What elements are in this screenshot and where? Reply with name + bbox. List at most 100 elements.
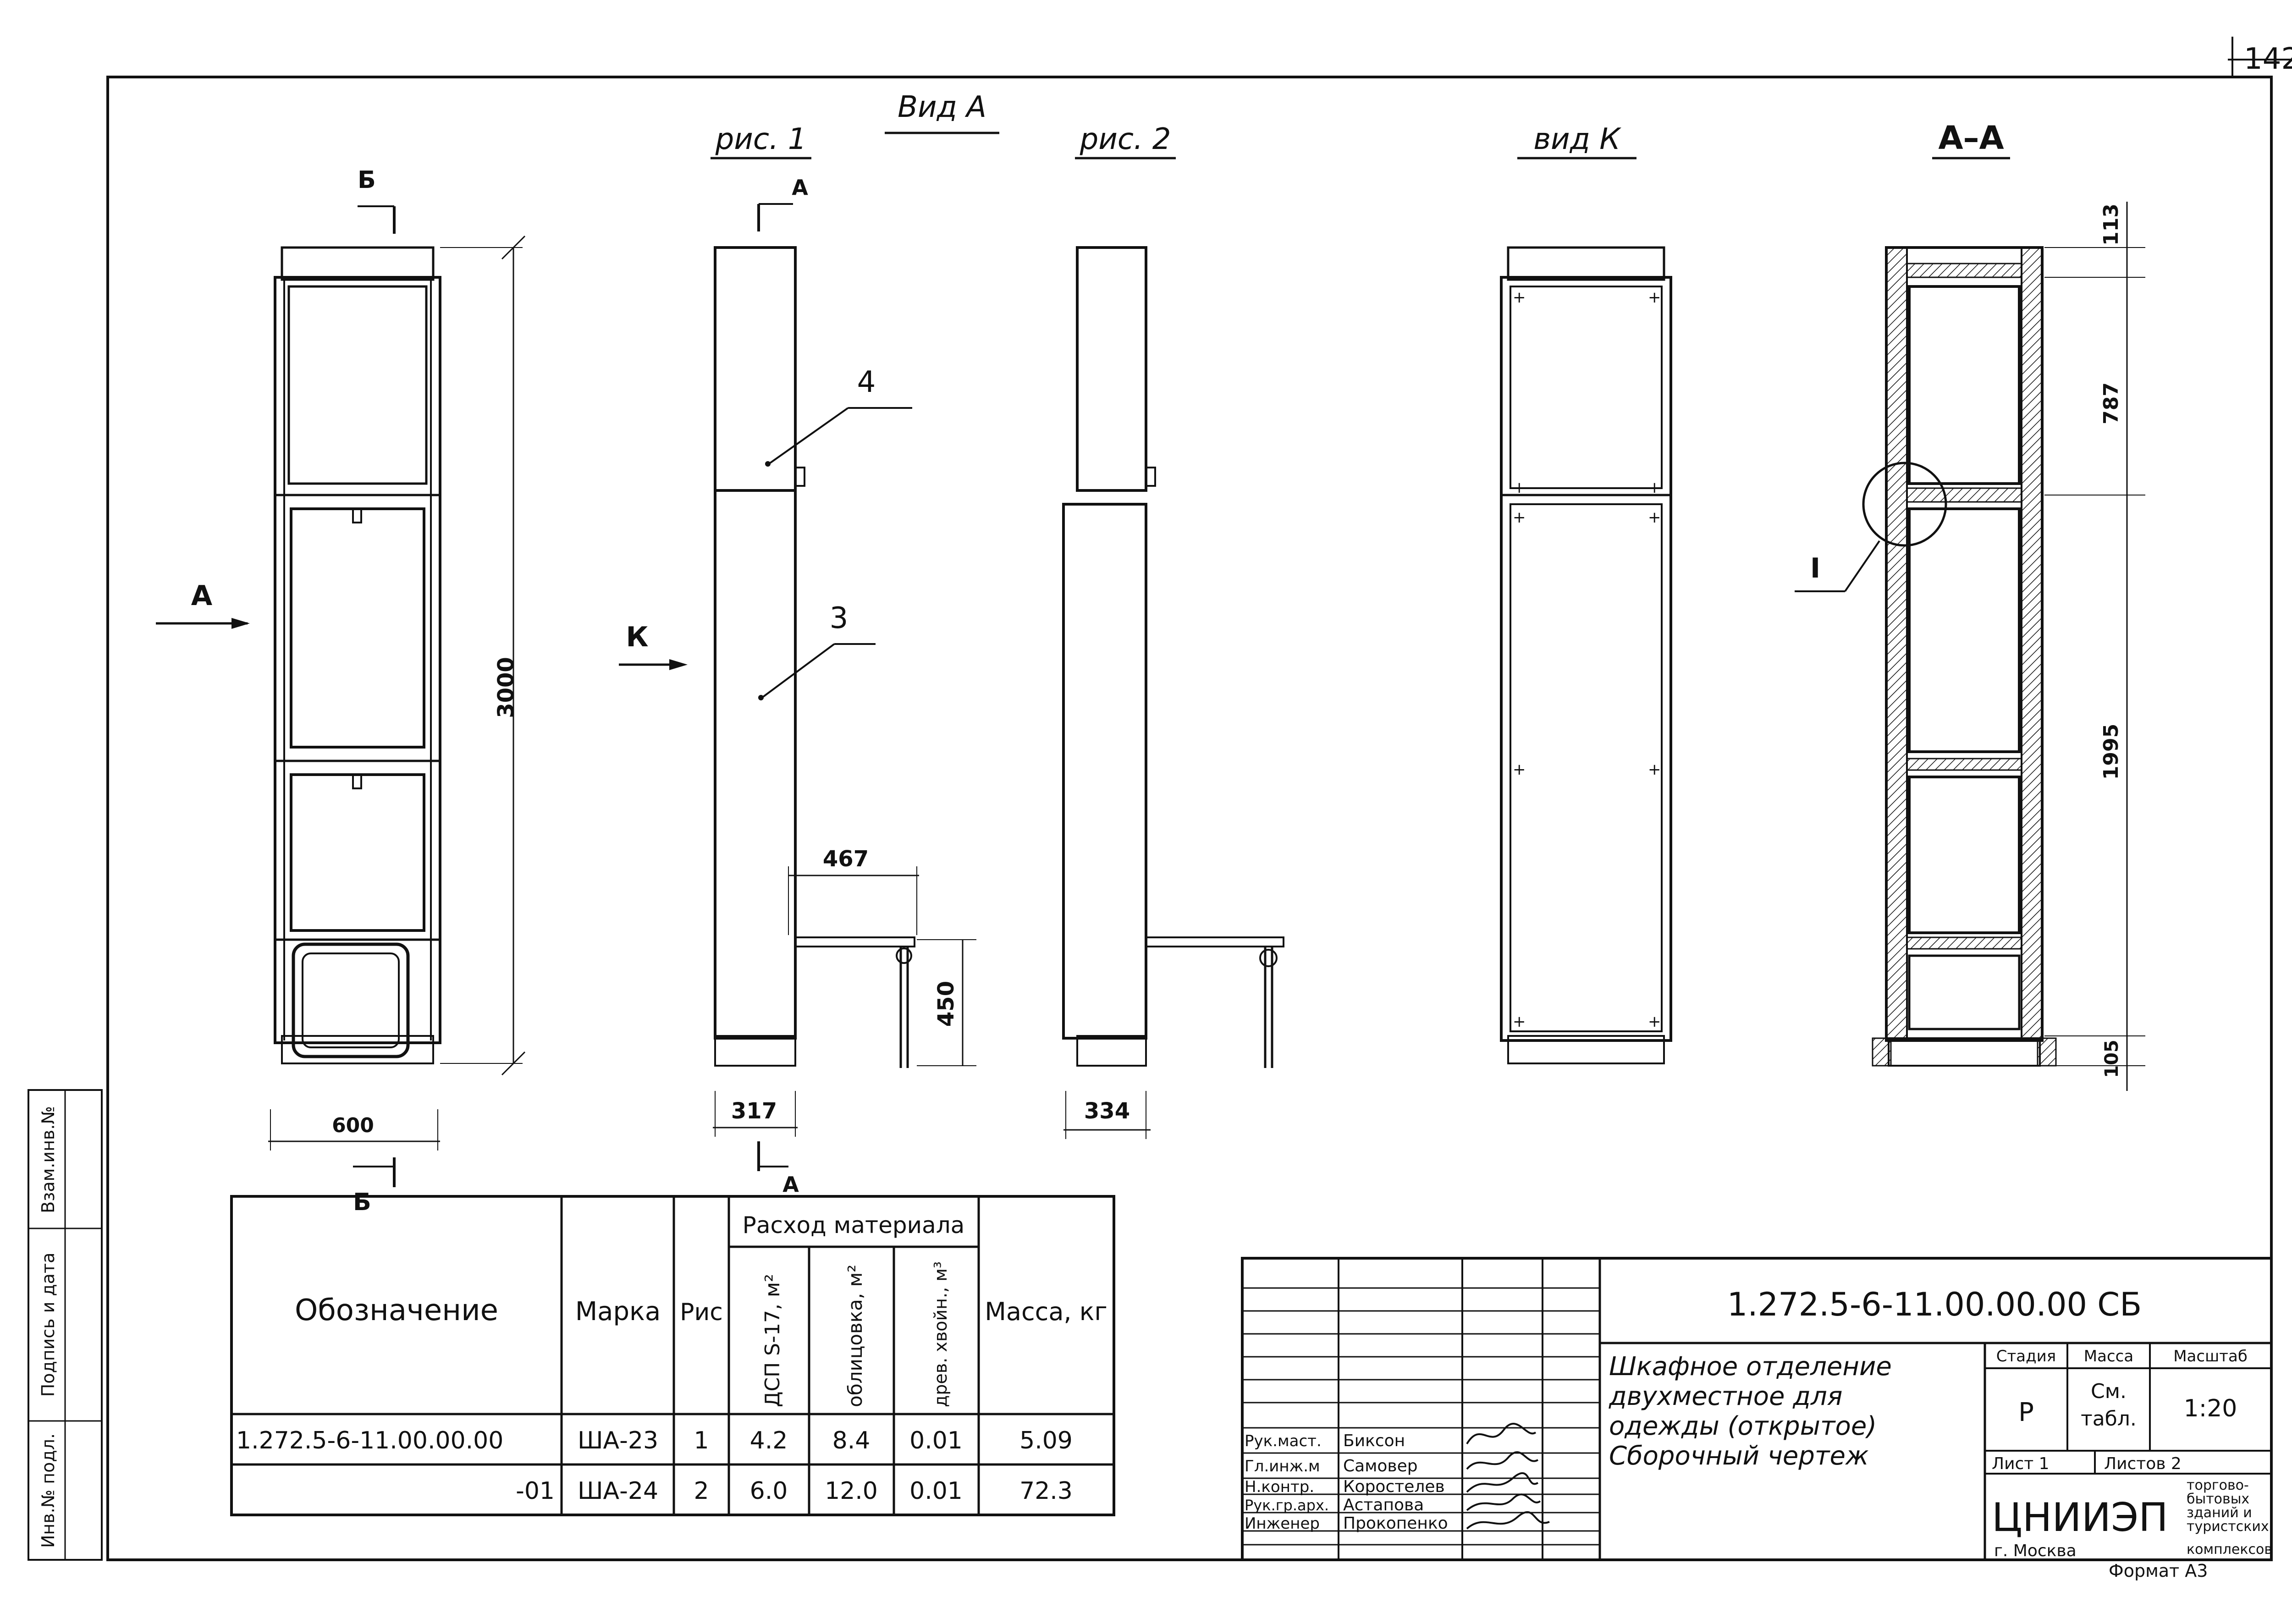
row1-designation: 1.272.5-6-11.00.00.00 xyxy=(236,1427,503,1454)
svg-text:+: + xyxy=(1513,1013,1526,1031)
dim-467: 467 xyxy=(823,846,869,872)
title-line-2: двухместное для xyxy=(1609,1382,1842,1411)
name-5: Прокопенко xyxy=(1343,1514,1448,1533)
dim-450: 450 xyxy=(933,981,959,1027)
dim-787: 787 xyxy=(2099,382,2123,424)
arrow-k-label: К xyxy=(626,621,648,653)
view-k-fasteners: ++ ++ ++ ++ ++ xyxy=(1513,288,1661,1031)
left-margin-stamp: Инв.№ подл. Подпись и дата Взам.инв.№ xyxy=(28,1089,103,1561)
sheet-frame: 1 4 2 xyxy=(106,37,2292,1561)
signatures xyxy=(1466,1423,1550,1530)
row1-dsp: 4.2 xyxy=(750,1427,788,1454)
row1-wood: 0.01 xyxy=(909,1427,963,1454)
org-desc-5: комплексов xyxy=(2187,1541,2272,1558)
dim-3000: 3000 xyxy=(493,657,519,718)
svg-text:+: + xyxy=(1648,288,1661,307)
heading-section-aa: А–А xyxy=(1938,119,2004,157)
stage-label: Стадия xyxy=(1996,1347,2056,1365)
role-2: Гл.инж.м xyxy=(1245,1457,1320,1475)
heading-ris1: рис. 1 xyxy=(715,122,807,156)
row1-mass: 5.09 xyxy=(1019,1427,1073,1454)
name-4: Астапова xyxy=(1343,1496,1424,1514)
svg-text:+: + xyxy=(1648,1013,1661,1031)
scale-label: Масштаб xyxy=(2173,1347,2248,1365)
org-name: ЦНИИЭП xyxy=(1992,1495,2168,1541)
th-facing: облицовка, м² xyxy=(844,1265,866,1407)
margin-vzam: Взам.инв.№ xyxy=(38,1106,58,1213)
row1-mark: ША-23 xyxy=(578,1427,658,1454)
svg-text:+: + xyxy=(1513,760,1526,779)
row2-mark: ША-24 xyxy=(578,1477,658,1505)
org-desc-1: торгово- xyxy=(2187,1477,2249,1493)
name-1: Биксон xyxy=(1343,1431,1405,1450)
callout-detail-1: I xyxy=(1810,552,1820,584)
th-wood: древ. хвойн., м³ xyxy=(931,1261,951,1407)
footer-note: Формат А3 xyxy=(2109,1561,2208,1581)
th-designation: Обозначение xyxy=(295,1294,498,1327)
title-line-1: Шкафное отделение xyxy=(1609,1352,1892,1382)
name-2: Самовер xyxy=(1343,1457,1418,1475)
margin-podpis: Подпись и дата xyxy=(38,1253,58,1397)
org-city: г. Москва xyxy=(1994,1541,2077,1560)
page-number: 142 xyxy=(2244,42,2292,76)
row2-designation: -01 xyxy=(516,1477,555,1505)
doc-code: 1.272.5-6-11.00.00.00 СБ xyxy=(1727,1286,2142,1323)
th-material: Расход материала xyxy=(743,1212,965,1239)
callout-4: 4 xyxy=(857,365,876,399)
dim-334: 334 xyxy=(1084,1098,1130,1124)
dim-600: 600 xyxy=(332,1114,374,1137)
dim-1995: 1995 xyxy=(2099,724,2123,780)
mass-label: Масса xyxy=(2084,1347,2133,1365)
mass-value-2: табл. xyxy=(2081,1407,2137,1431)
margin-inv-podl: Инв.№ подл. xyxy=(38,1433,58,1548)
svg-text:+: + xyxy=(1648,479,1661,497)
stage-value: Р xyxy=(2018,1398,2034,1427)
role-3: Н.контр. xyxy=(1245,1478,1314,1496)
heading-ris2: рис. 2 xyxy=(1080,122,1171,156)
marker-b-top: Б xyxy=(358,166,376,194)
arrow-a-label: А xyxy=(191,580,213,612)
role-5: Инженер xyxy=(1245,1514,1320,1533)
view-headings: Вид А рис. 1 рис. 2 вид К А–А xyxy=(711,90,2010,160)
row1-facing: 8.4 xyxy=(832,1427,871,1454)
svg-text:+: + xyxy=(1648,508,1661,527)
svg-text:+: + xyxy=(1513,288,1526,307)
sheets-label: Листов 2 xyxy=(2104,1454,2182,1473)
th-fig: Рис xyxy=(680,1299,723,1326)
role-1: Рук.маст. xyxy=(1245,1432,1322,1450)
marker-a-cut-top: А xyxy=(792,175,808,200)
org-desc-2: бытовых xyxy=(2187,1491,2249,1507)
row2-mass: 72.3 xyxy=(1019,1477,1073,1505)
svg-text:+: + xyxy=(1513,479,1526,497)
org-desc-3: зданий и xyxy=(2187,1505,2252,1521)
scale-value: 1:20 xyxy=(2184,1395,2237,1422)
fig1-side: А А К 4 3 467 450 317 xyxy=(619,175,976,1197)
heading-vid-a: Вид А xyxy=(898,90,986,124)
view-a-front: Б Б А 3000 600 xyxy=(156,166,526,1216)
title-line-4: Сборочный чертеж xyxy=(1609,1441,1868,1471)
mass-value-1: См. xyxy=(2091,1380,2127,1403)
marker-b-bottom: Б xyxy=(353,1189,371,1216)
heading-vid-k: вид К xyxy=(1533,122,1621,156)
row2-facing: 12.0 xyxy=(825,1477,878,1505)
fig2-side: 334 xyxy=(1062,246,1284,1139)
sheet-label: Лист 1 xyxy=(1992,1454,2050,1473)
marker-a-cut-bottom: А xyxy=(782,1172,799,1197)
view-k: ++ ++ ++ ++ ++ xyxy=(1500,246,1672,1064)
row2-fig: 2 xyxy=(694,1477,709,1505)
section-aa: I 113 787 1995 105 xyxy=(1795,202,2145,1091)
dim-113: 113 xyxy=(2099,204,2123,246)
th-mass: Масса, кг xyxy=(985,1297,1107,1326)
dim-317: 317 xyxy=(731,1098,777,1124)
spec-table: Обозначение Марка Рис Расход материала Д… xyxy=(230,1195,1115,1516)
row2-wood: 0.01 xyxy=(909,1477,963,1505)
row2-dsp: 6.0 xyxy=(750,1477,788,1505)
callout-3: 3 xyxy=(830,601,848,635)
role-4: Рук.гр.арх. xyxy=(1245,1497,1329,1514)
org-desc-4: туристских xyxy=(2187,1519,2269,1535)
th-mark: Марка xyxy=(575,1297,661,1327)
svg-text:+: + xyxy=(1513,508,1526,527)
row1-fig: 1 xyxy=(694,1427,709,1454)
dim-105: 105 xyxy=(2101,1040,2122,1078)
